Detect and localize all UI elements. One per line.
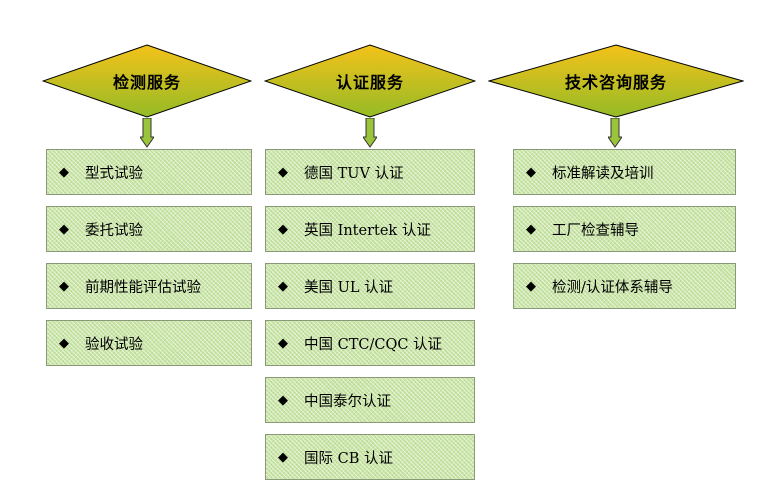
item-list: ◆ 型式试验 ◆ 委托试验 ◆ 前期性能评估试验 ◆ 验收试验 [46,149,252,377]
list-item: ◆ 国际 CB 认证 [265,434,475,480]
list-item: ◆ 美国 UL 认证 [265,263,475,309]
down-arrow-icon [140,118,154,148]
item-label: 中国 CTC/CQC 认证 [304,336,443,353]
down-arrow-icon [363,118,377,148]
list-item: ◆ 型式试验 [46,149,252,195]
list-item: ◆ 中国 CTC/CQC 认证 [265,320,475,366]
diamond-bullet-icon: ◆ [526,164,536,180]
list-item: ◆ 英国 Intertek 认证 [265,206,475,252]
item-label: 工厂检查辅导 [552,222,639,239]
item-label: 中国泰尔认证 [304,393,391,410]
diamond-bullet-icon: ◆ [59,221,69,237]
diamond-shape [488,44,744,118]
item-list: ◆ 德国 TUV 认证 ◆ 英国 Intertek 认证 ◆ 美国 UL 认证 ◆ 中国… [265,149,475,491]
diamond-bullet-icon: ◆ [278,278,288,294]
list-item: ◆ 中国泰尔认证 [265,377,475,423]
item-label: 美国 UL 认证 [304,279,394,296]
column-testing: 检测服务 ◆ 型式试验 ◆ 委托试验 ◆ 前期性能评估试验 ◆ 验收试验 [42,0,252,489]
list-item: ◆ 德国 TUV 认证 [265,149,475,195]
diamond-header: 技术咨询服务 [488,44,744,118]
diamond-shape [42,44,252,118]
item-label: 型式试验 [85,165,143,182]
item-label: 验收试验 [85,336,143,353]
item-label: 英国 Intertek 认证 [304,222,431,239]
down-arrow-icon [608,118,622,148]
item-label: 德国 TUV 认证 [304,165,404,182]
diamond-bullet-icon: ◆ [278,392,288,408]
column-consulting: 技术咨询服务 ◆ 标准解读及培训 ◆ 工厂检查辅导 ◆ 检测/认证体系辅导 [488,0,744,489]
diamond-bullet-icon: ◆ [59,335,69,351]
diamond-bullet-icon: ◆ [278,335,288,351]
item-label: 国际 CB 认证 [304,450,393,467]
diamond-title: 技术咨询服务 [564,73,667,92]
item-label: 标准解读及培训 [552,165,654,182]
diamond-bullet-icon: ◆ [278,449,288,465]
diamond-bullet-icon: ◆ [59,278,69,294]
list-item: ◆ 委托试验 [46,206,252,252]
diamond-title: 检测服务 [112,73,181,92]
diamond-header: 认证服务 [264,44,476,118]
list-item: ◆ 验收试验 [46,320,252,366]
diamond-header: 检测服务 [42,44,252,118]
item-label: 委托试验 [85,222,143,239]
diamond-title: 认证服务 [335,73,404,92]
list-item: ◆ 检测/认证体系辅导 [513,263,736,309]
diamond-bullet-icon: ◆ [59,164,69,180]
column-certification: 认证服务 ◆ 德国 TUV 认证 ◆ 英国 Intertek 认证 ◆ 美国 UL 认… [264,0,476,489]
diamond-bullet-icon: ◆ [526,221,536,237]
list-item: ◆ 标准解读及培训 [513,149,736,195]
list-item: ◆ 工厂检查辅导 [513,206,736,252]
item-label: 前期性能评估试验 [85,279,201,296]
diamond-shape [264,44,476,118]
list-item: ◆ 前期性能评估试验 [46,263,252,309]
diamond-bullet-icon: ◆ [278,221,288,237]
diamond-bullet-icon: ◆ [278,164,288,180]
item-label: 检测/认证体系辅导 [552,279,673,296]
item-list: ◆ 标准解读及培训 ◆ 工厂检查辅导 ◆ 检测/认证体系辅导 [513,149,736,320]
diamond-bullet-icon: ◆ [526,278,536,294]
